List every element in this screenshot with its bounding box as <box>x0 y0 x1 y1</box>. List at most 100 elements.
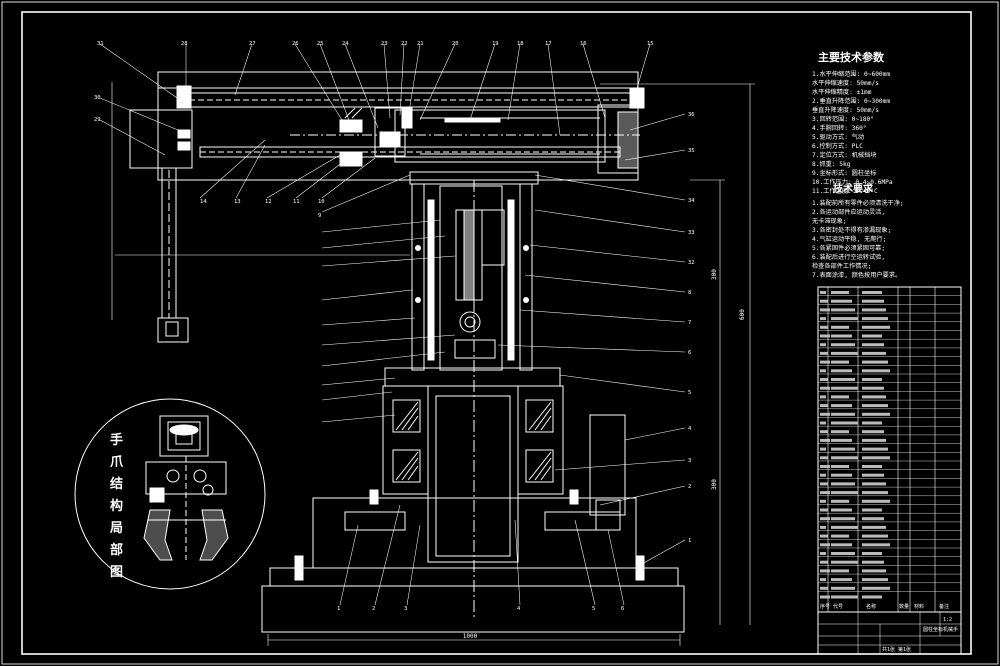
parts-list-cell <box>831 386 858 390</box>
spec-line: 5.驱动方式: 气动 <box>812 133 864 141</box>
callout-label: 32 <box>688 260 695 266</box>
inset-title-char: 爪 <box>110 455 124 470</box>
parts-list-cell <box>820 369 826 373</box>
callout-label: 25 <box>317 41 324 47</box>
parts-list-cell <box>831 360 849 364</box>
header-code: 代号 <box>833 603 843 610</box>
parts-list-cell <box>820 543 830 547</box>
parts-list-cell <box>862 291 882 294</box>
callout-label: 31 <box>97 41 104 47</box>
callout-label: 4 <box>517 606 521 612</box>
rotary-flange <box>384 367 561 387</box>
parts-list-cell <box>831 291 849 294</box>
parts-list-cell <box>820 569 830 573</box>
parts-list-cell <box>820 404 828 408</box>
inset-title-char: 结 <box>110 476 123 492</box>
parts-list-cell <box>831 404 852 408</box>
leader-lines <box>99 43 686 606</box>
parts-list-cell <box>862 534 888 538</box>
parts-list-cell <box>820 317 826 321</box>
callout-label: 19 <box>492 41 499 47</box>
parts-list-cell <box>862 499 890 503</box>
parts-list-cell <box>820 430 828 434</box>
parts-list-cell <box>820 447 826 451</box>
parts-list-cell <box>831 578 852 582</box>
parts-list-cell <box>831 430 849 434</box>
rotary-base <box>261 367 685 633</box>
parts-list-cell <box>820 586 828 590</box>
callout-label: 5 <box>592 606 595 612</box>
parts-list-cell <box>831 491 858 495</box>
spec-line: 10.工作压力: 0.4~0.6MPa <box>812 178 893 186</box>
parts-list-cell <box>831 351 858 355</box>
req-line: 7.表面涂漆, 颜色按用户要求。 <box>812 271 901 279</box>
spec-line: 垂直升降速度: 50mm/s <box>812 106 879 114</box>
parts-list-cell <box>862 456 890 460</box>
callout-label: 24 <box>342 41 349 47</box>
requirements-title: 技术要求 <box>833 182 874 195</box>
column-tube <box>427 385 519 563</box>
parts-list-cell <box>862 386 884 390</box>
parts-list-cell <box>831 299 852 303</box>
parts-list-cell <box>862 578 888 582</box>
callout-label: 7 <box>688 320 691 326</box>
parts-list-cell <box>862 525 886 529</box>
spec-line: 水平伸缩速度: 50mm/s <box>812 79 879 87</box>
foundation <box>261 585 685 633</box>
callout-label: 6 <box>621 606 624 612</box>
parts-list-cell <box>820 560 828 564</box>
callout-label: 23 <box>381 41 388 47</box>
drawing-frame <box>21 11 972 655</box>
parts-list-cell <box>820 508 828 512</box>
dim-height-total: 600 <box>739 309 746 320</box>
parts-list-cell <box>862 369 890 373</box>
parts-list-cell <box>862 325 890 329</box>
parts-list-cell <box>831 343 855 347</box>
callout-label: 5 <box>688 390 691 396</box>
parts-list-cell <box>831 438 852 442</box>
callout-label: 13 <box>234 199 241 205</box>
parts-list-cell <box>820 456 828 460</box>
parts-list-cell <box>820 299 828 303</box>
header-material: 材料 <box>914 603 924 610</box>
drawing-scale: 1:2 <box>943 617 952 623</box>
parts-list-cell <box>862 552 882 555</box>
parts-list-cell <box>820 343 826 347</box>
parts-list-cell <box>862 482 886 486</box>
inset-circle <box>74 398 266 590</box>
parts-list-cell <box>831 447 855 451</box>
parts-list-cell <box>831 569 849 573</box>
parts-list-cell <box>862 586 890 590</box>
header-index: 序号 <box>820 603 830 610</box>
spec-line: 9.坐标形式: 圆柱坐标 <box>812 169 876 177</box>
req-line: 检查各部件工作情况; <box>812 262 871 270</box>
parts-list-cell <box>831 482 855 486</box>
callout-label: 36 <box>688 112 695 118</box>
parts-list-cell <box>831 499 849 503</box>
spec-line: 1.水平伸缩范围: 0~600mm <box>812 70 890 78</box>
parts-list-cell <box>820 360 830 364</box>
parts-list-cell <box>831 334 852 338</box>
callout-label: 33 <box>688 230 695 236</box>
gripper-arm <box>129 109 193 343</box>
parts-list-cell <box>820 395 826 399</box>
inset-title-char: 局 <box>110 521 123 536</box>
spec-line: 4.手腕回转: 360° <box>812 124 867 132</box>
parts-list-cell <box>862 412 890 416</box>
parts-list-cell <box>831 543 852 547</box>
callout-label: 20 <box>452 41 459 47</box>
callout-label: 15 <box>647 41 654 47</box>
callout-label: 3 <box>688 458 691 464</box>
parts-list-cell <box>862 299 884 303</box>
spec-line: 3.回转范围: 0~180° <box>812 115 874 123</box>
callout-label: 35 <box>688 148 695 154</box>
parts-list-cell <box>862 378 882 381</box>
parts-list-cell <box>862 569 886 573</box>
parts-list-cell <box>820 334 830 338</box>
parts-list-cell <box>820 438 830 442</box>
parts-list-cell <box>820 412 830 416</box>
parts-list-cell <box>820 534 828 538</box>
parts-list-cell <box>820 578 826 582</box>
req-line: 1.装配前所有零件必须清洗干净; <box>812 199 904 207</box>
